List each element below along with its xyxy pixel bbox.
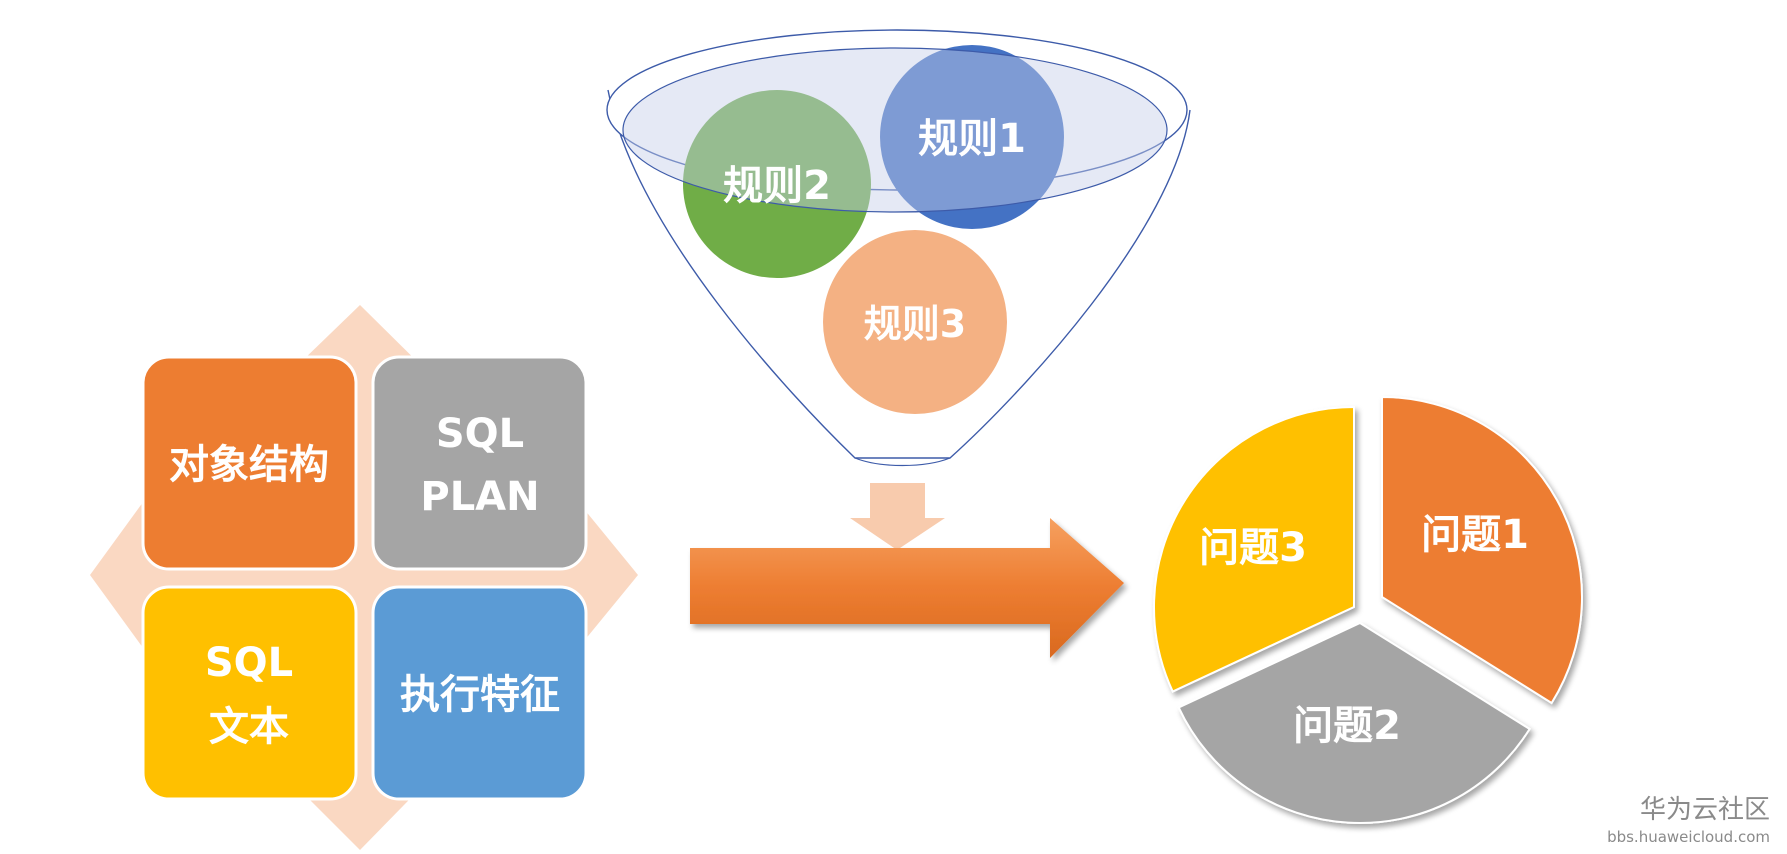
sql-text-tile	[141, 585, 358, 801]
funnel: 规则1 规则2 规则3	[606, 29, 1191, 467]
funnel-outline	[607, 89, 1191, 459]
rule-1-circle	[880, 45, 1064, 229]
rule-2-label: 规则2	[723, 163, 831, 209]
sql-plan-tile	[371, 355, 588, 571]
problem-2-slice	[1177, 621, 1531, 824]
factor-matrix: 对象结构 SQL PLAN SQL 文本 执行特征	[90, 305, 638, 850]
rule-3-circle	[823, 230, 1007, 414]
problem-3-label: 问题3	[1199, 525, 1307, 571]
flow-arrow	[690, 518, 1124, 658]
problem-1-label: 问题1	[1421, 512, 1529, 558]
rule-2-circle	[683, 90, 871, 278]
execution-feature-tile	[371, 585, 588, 801]
funnel-rim-inner	[622, 47, 1168, 213]
rule-1-label: 规则1	[918, 116, 1026, 162]
funnel-bottom-cap	[854, 457, 951, 467]
watermark-url: bbs.huaweicloud.com	[1607, 828, 1770, 846]
sql-text-label-line2: 文本	[209, 704, 289, 750]
matrix-backdrop	[90, 305, 638, 850]
funnel-down-arrow	[850, 483, 945, 550]
execution-feature-label: 执行特征	[400, 672, 560, 718]
problem-2-label: 问题2	[1293, 703, 1401, 749]
problem-pie	[1153, 395, 1583, 824]
problem-1-slice	[1381, 395, 1583, 705]
sql-text-label-line1: SQL	[205, 640, 293, 686]
sql-plan-label-line1: SQL	[436, 411, 524, 457]
rule-3-label: 规则3	[864, 302, 966, 346]
sql-plan-label-line2: PLAN	[420, 474, 539, 520]
object-structure-tile	[141, 355, 358, 571]
problem-3-slice	[1153, 405, 1355, 693]
object-structure-label: 对象结构	[169, 442, 329, 488]
watermark-brand: 华为云社区	[1640, 795, 1770, 825]
